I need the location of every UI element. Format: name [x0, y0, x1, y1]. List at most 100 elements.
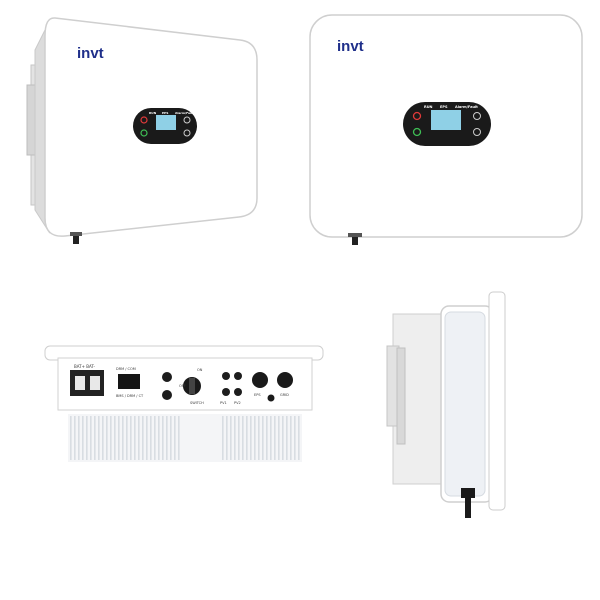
- heatsink-fin: [70, 416, 72, 460]
- heatsink-fin: [298, 416, 300, 460]
- heatsink-fin: [90, 416, 92, 460]
- heatsink-fin: [154, 416, 156, 460]
- heatsink-fin: [114, 416, 116, 460]
- heatsink-fin: [290, 416, 292, 460]
- inverter-bottom-view: BAT+ BAT- DRM / COM BMS / DRM / CT ON OF…: [40, 340, 330, 470]
- heatsink-fin: [134, 416, 136, 460]
- cable-gland-2: [162, 390, 172, 400]
- inverter-front-view: invt RUN EPS Alarm/Fault: [305, 10, 590, 255]
- label-battery: BAT+ BAT-: [74, 364, 95, 369]
- pv2-plus: [234, 372, 242, 380]
- heatsink-fin: [286, 416, 288, 460]
- heatsink-fin: [238, 416, 240, 460]
- pv1-minus: [222, 388, 230, 396]
- label-pv2: PV2: [234, 401, 241, 405]
- heatsink-fin: [254, 416, 256, 460]
- up-button[interactable]: [473, 112, 481, 120]
- heatsink-fin: [166, 416, 168, 460]
- heatsink-fin: [94, 416, 96, 460]
- dc-switch-handle: [189, 378, 195, 394]
- heatsink-fin: [262, 416, 264, 460]
- heatsink-fin: [294, 416, 296, 460]
- display-panel: RUN EPS Alarm/Fault: [403, 102, 491, 146]
- vent-plug: [267, 394, 275, 402]
- alarm-led: [140, 116, 148, 124]
- heatsink-fin: [106, 416, 108, 460]
- heatsink-fin: [86, 416, 88, 460]
- lcd-screen: [431, 110, 461, 130]
- heatsink-fin: [174, 416, 176, 460]
- brand-logo: invt: [337, 38, 364, 55]
- grid-ac-connector: [277, 372, 293, 388]
- heatsink-fin: [250, 416, 252, 460]
- heatsink-fin: [270, 416, 272, 460]
- label-comm: DRM / COM: [116, 367, 136, 371]
- inverter-front-svg: invt RUN EPS Alarm/Fault: [309, 14, 583, 245]
- heatsink-fin: [122, 416, 124, 460]
- heatsink-fin: [82, 416, 84, 460]
- heatsink-fin: [78, 416, 80, 460]
- heatsink-fin: [234, 416, 236, 460]
- heatsink-fin: [282, 416, 284, 460]
- pv2-minus: [234, 388, 242, 396]
- label-comm2: BMS / DRM / CT: [116, 394, 144, 398]
- label-alarm: Alarm/Fault: [175, 111, 195, 115]
- down-button[interactable]: [183, 129, 191, 137]
- heatsink-fin: [178, 416, 180, 460]
- eps-ac-connector: [252, 372, 268, 388]
- label-ac-eps: EPS: [254, 393, 261, 397]
- label-switch-off: OFF: [179, 384, 186, 388]
- label-run: RUN: [149, 111, 157, 115]
- housing-inner-face: [444, 311, 486, 497]
- bottom-connector: [352, 236, 358, 245]
- connector-nut: [70, 232, 82, 236]
- run-led: [140, 129, 148, 137]
- heatsink-fin: [158, 416, 160, 460]
- label-switch-name: SWITCH: [190, 401, 204, 405]
- comm-port: [118, 374, 140, 389]
- heatsink-fin: [150, 416, 152, 460]
- label-eps: EPS: [440, 105, 448, 109]
- heatsink-fin: [226, 416, 228, 460]
- bottom-connector: [73, 235, 79, 244]
- heatsink-fin: [138, 416, 140, 460]
- heatsink-fin: [278, 416, 280, 460]
- heatsink-fin: [130, 416, 132, 460]
- brand-logo: invt: [77, 45, 104, 62]
- heatsink-fin: [102, 416, 104, 460]
- heatsink-fin: [242, 416, 244, 460]
- inverter-bottom-svg: BAT+ BAT- DRM / COM BMS / DRM / CT ON OF…: [44, 345, 324, 462]
- battery-plus: [75, 376, 85, 390]
- display-panel: RUN EPS Alarm/Fault: [133, 108, 197, 144]
- down-button[interactable]: [473, 128, 481, 136]
- heatsink-fin: [170, 416, 172, 460]
- lcd-screen: [156, 115, 176, 130]
- label-eps: EPS: [162, 111, 168, 115]
- heatsink-fin: [110, 416, 112, 460]
- connector-nut: [348, 233, 362, 237]
- heatsink-fin: [142, 416, 144, 460]
- inverter-angled-svg: invt RUN EPS Alarm/Fault: [26, 17, 258, 244]
- heatsink-fin: [230, 416, 232, 460]
- heatsink-fin: [222, 416, 224, 460]
- connector-cable: [465, 498, 471, 518]
- front-cover-edge: [488, 291, 506, 511]
- label-ac-grid: GRID: [280, 393, 289, 397]
- inverter-side-svg: [386, 291, 506, 518]
- alarm-led: [412, 111, 422, 121]
- run-led: [412, 127, 422, 137]
- heatsink-fin: [126, 416, 128, 460]
- heatsink-fin: [274, 416, 276, 460]
- inverter-side-view: [385, 288, 515, 520]
- bottom-connector: [461, 488, 475, 498]
- label-run: RUN: [424, 105, 433, 109]
- inverter-angled-front-view: invt RUN EPS Alarm/Fault: [25, 10, 265, 250]
- cable-gland-1: [162, 372, 172, 382]
- heatsink-fin: [146, 416, 148, 460]
- up-button[interactable]: [183, 116, 191, 124]
- heatsink-fin: [246, 416, 248, 460]
- battery-minus: [90, 376, 100, 390]
- heatsink-fin: [266, 416, 268, 460]
- heatsink-fin: [98, 416, 100, 460]
- pv1-plus: [222, 372, 230, 380]
